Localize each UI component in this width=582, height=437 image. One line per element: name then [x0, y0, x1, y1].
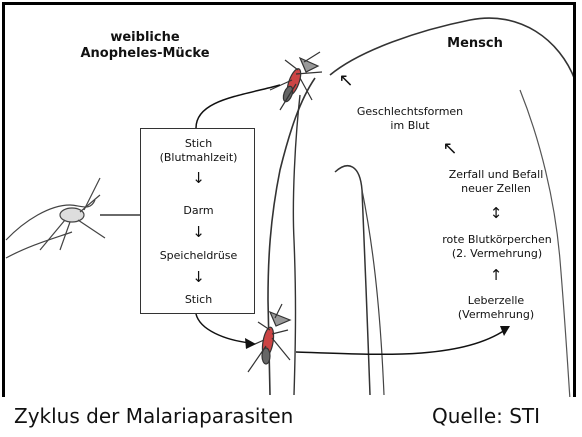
mosquito-cycle-box: Stich (Blutmahlzeit) ↓ Darm ↓ Speicheldr… [140, 128, 255, 314]
down-arrow-icon: ↓ [141, 223, 256, 241]
step-salivary-label: Speicheldrüse [141, 249, 256, 263]
step-bite-end-label: Stich [141, 293, 256, 307]
cell-decay-label: Zerfall und Befall neuer Zellen [436, 168, 556, 196]
step-gut-label: Darm [141, 204, 256, 218]
upleft-arrow-icon: ↖ [336, 70, 356, 91]
up-arrow-icon: ↑ [486, 266, 506, 284]
figure-caption: Zyklus der Malariaparasiten [14, 404, 293, 428]
step-bite-label: Stich (Blutmahlzeit) [141, 137, 256, 165]
red-blood-cells-label: rote Blutkörperchen (2. Vermehrung) [432, 233, 562, 261]
updown-arrow-icon: ↕ [486, 204, 506, 222]
down-arrow-icon: ↓ [141, 169, 256, 187]
mosquito-title: weibliche Anopheles-Mücke [70, 30, 220, 63]
down-arrow-icon: ↓ [141, 268, 256, 286]
gametocytes-label: Geschlechtsformen im Blut [350, 105, 470, 133]
human-title: Mensch [430, 36, 520, 52]
figure-source: Quelle: STI [432, 404, 540, 428]
upleft-arrow-icon: ↖ [440, 138, 460, 159]
liver-cell-label: Leberzelle (Vermehrung) [446, 294, 546, 322]
